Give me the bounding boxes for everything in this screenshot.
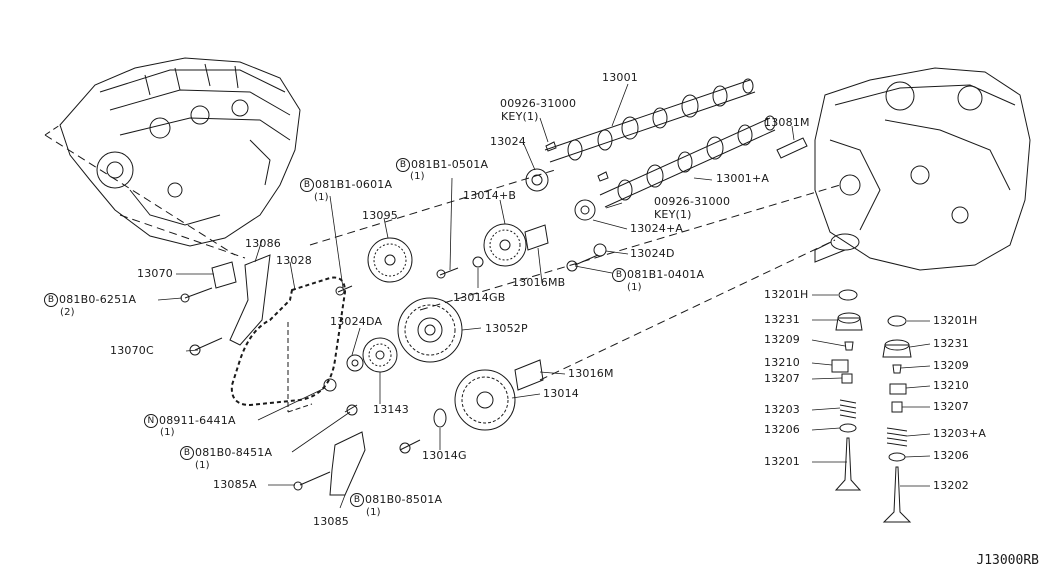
label-13085: 13085 <box>313 515 349 528</box>
label-13209-left: 13209 <box>764 333 800 346</box>
bolt-symbol: B <box>44 293 58 307</box>
label-00926-31000-a: 00926-31000 <box>500 97 577 110</box>
label-13024: 13024 <box>490 135 526 148</box>
label-13070: 13070 <box>137 267 173 280</box>
qty-081b1-0601a: (1) <box>314 192 329 203</box>
leader-lines <box>157 83 931 509</box>
label-key-b: KEY(1) <box>654 208 692 221</box>
label-13024da: 13024DA <box>330 315 383 328</box>
label-13209-right: 13209 <box>933 359 969 372</box>
qty-081b0-8501a: (1) <box>366 507 381 518</box>
qty-081b0-6251a: (2) <box>60 307 75 318</box>
label-081b0-8501a-text: 081B0-8501A <box>365 493 443 506</box>
label-081b0-6251a-text: 081B0-6251A <box>59 293 137 306</box>
label-081b1-0501a-text: 081B1-0501A <box>411 158 489 171</box>
label-13024d: 13024D <box>630 247 675 260</box>
label-13210-right: 13210 <box>933 379 969 392</box>
label-13028: 13028 <box>276 254 312 267</box>
bolt-symbol: B <box>396 158 410 172</box>
label-13207-left: 13207 <box>764 372 800 385</box>
nut-symbol: N <box>144 414 158 428</box>
label-13231-right: 13231 <box>933 337 969 350</box>
label-13014: 13014 <box>543 387 579 400</box>
camshaft-13001 <box>544 78 756 163</box>
label-13203-left: 13203 <box>764 403 800 416</box>
label-13143: 13143 <box>373 403 409 416</box>
diagram-reference-code: J13000RB <box>976 553 1039 568</box>
label-13024a: 13024+A <box>630 222 684 235</box>
label-13095: 13095 <box>362 209 398 222</box>
label-13086: 13086 <box>245 237 281 250</box>
label-13231-left: 13231 <box>764 313 800 326</box>
label-13081m: 13081M <box>764 116 810 129</box>
label-13052p: 13052P <box>485 322 528 335</box>
label-13016mb: 13016MB <box>512 276 566 289</box>
camshaft-13001a <box>599 115 776 208</box>
label-13206-left: 13206 <box>764 423 800 436</box>
label-13207-right: 13207 <box>933 400 969 413</box>
label-13014gb: 13014GB <box>453 291 506 304</box>
bolt-symbol: B <box>300 178 314 192</box>
label-13201h-left: 13201H <box>764 288 809 301</box>
bolt-symbol: B <box>180 446 194 460</box>
label-13070c: 13070C <box>110 344 154 357</box>
label-13203a-right: 13203+A <box>933 427 987 440</box>
label-13001a: 13001+A <box>716 172 770 185</box>
label-13201h-right: 13201H <box>933 314 978 327</box>
bolt-symbol: B <box>350 493 364 507</box>
label-13210-left: 13210 <box>764 356 800 369</box>
qty-081b1-0401a: (1) <box>627 282 642 293</box>
label-13014g: 13014G <box>422 449 467 462</box>
label-13014b: 13014+B <box>463 189 517 202</box>
label-081b1-0601a-text: 081B1-0601A <box>315 178 393 191</box>
label-13001: 13001 <box>602 71 638 84</box>
label-13202-right: 13202 <box>933 479 969 492</box>
label-key-a: KEY(1) <box>501 110 539 123</box>
label-08911-6441a-text: 08911-6441A <box>159 414 236 427</box>
label-13016m: 13016M <box>568 367 614 380</box>
timing-chain <box>230 276 347 407</box>
valve-train-left <box>831 289 863 491</box>
qty-081b0-8451a: (1) <box>195 460 210 471</box>
left-engine-block <box>44 57 301 247</box>
qty-081b1-0501a: (1) <box>410 171 425 182</box>
right-engine-block <box>814 67 1031 271</box>
label-13201-left: 13201 <box>764 455 800 468</box>
qty-08911-6441a: (1) <box>160 427 175 438</box>
label-00926-31000-b: 00926-31000 <box>654 195 731 208</box>
bolt-symbol: B <box>612 268 626 282</box>
label-081b1-0401a-text: 081B1-0401A <box>627 268 705 281</box>
label-13206-right: 13206 <box>933 449 969 462</box>
label-081b0-8451a-text: 081B0-8451A <box>195 446 273 459</box>
valve-train-right <box>882 315 912 523</box>
label-13085a: 13085A <box>213 478 257 491</box>
